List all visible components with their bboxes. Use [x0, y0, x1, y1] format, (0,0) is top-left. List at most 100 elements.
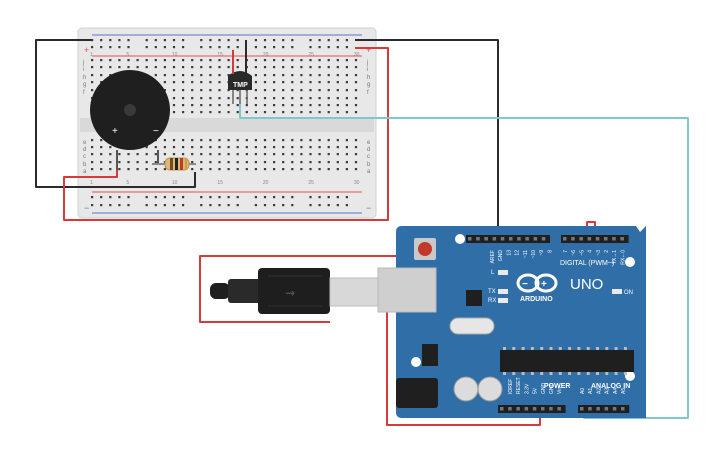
rail-hole[interactable] [118, 46, 121, 49]
breadboard-hole[interactable] [200, 81, 203, 84]
breadboard-hole[interactable] [345, 161, 348, 164]
breadboard-hole[interactable] [200, 74, 203, 77]
breadboard-hole[interactable] [327, 168, 330, 171]
breadboard-hole[interactable] [218, 153, 221, 156]
breadboard-hole[interactable] [227, 74, 230, 77]
header-pin[interactable] [604, 407, 609, 411]
breadboard-hole[interactable] [273, 66, 276, 69]
breadboard-hole[interactable] [227, 168, 230, 171]
breadboard-hole[interactable] [172, 146, 176, 149]
rail-hole[interactable] [309, 46, 312, 49]
breadboard-hole[interactable] [200, 161, 203, 164]
header-pin[interactable] [508, 407, 512, 411]
header-pin[interactable] [541, 407, 545, 411]
breadboard-hole[interactable] [200, 111, 203, 114]
breadboard-hole[interactable] [300, 146, 303, 149]
breadboard-hole[interactable] [191, 153, 194, 156]
rail-hole[interactable] [227, 46, 230, 49]
breadboard-hole[interactable] [154, 59, 157, 62]
breadboard-hole[interactable] [127, 161, 130, 164]
breadboard-hole[interactable] [300, 74, 303, 77]
rail-hole[interactable] [91, 46, 94, 49]
breadboard-hole[interactable] [263, 104, 267, 107]
breadboard-hole[interactable] [300, 66, 303, 69]
breadboard-hole[interactable] [200, 146, 203, 149]
rail-hole[interactable] [200, 196, 203, 199]
breadboard-hole[interactable] [200, 168, 203, 171]
rail-hole[interactable] [291, 46, 294, 49]
rail-hole[interactable] [154, 39, 157, 42]
breadboard-hole[interactable] [282, 139, 285, 142]
rail-hole[interactable] [100, 196, 103, 199]
usb-port[interactable] [377, 267, 437, 313]
rail-hole[interactable] [327, 39, 330, 42]
breadboard-hole[interactable] [191, 111, 194, 114]
breadboard-hole[interactable] [318, 74, 321, 77]
rail-hole[interactable] [282, 196, 285, 199]
breadboard-hole[interactable] [291, 153, 294, 156]
breadboard-hole[interactable] [318, 111, 321, 114]
rail-hole[interactable] [91, 204, 94, 207]
piezo-buzzer[interactable]: + − [90, 70, 170, 170]
breadboard-hole[interactable] [136, 66, 139, 69]
breadboard-hole[interactable] [227, 111, 230, 114]
resistor[interactable] [152, 157, 196, 171]
breadboard-hole[interactable] [291, 81, 294, 84]
rail-hole[interactable] [327, 46, 330, 49]
breadboard-hole[interactable] [163, 168, 166, 171]
breadboard-hole[interactable] [200, 59, 203, 62]
rail-hole[interactable] [218, 39, 221, 42]
breadboard-hole[interactable] [291, 161, 294, 164]
breadboard-hole[interactable] [109, 66, 112, 69]
breadboard-hole[interactable] [236, 161, 239, 164]
breadboard-hole[interactable] [273, 89, 276, 92]
breadboard-hole[interactable] [127, 153, 130, 156]
breadboard-hole[interactable] [91, 66, 94, 69]
header-pin[interactable] [571, 237, 575, 241]
breadboard-hole[interactable] [291, 59, 294, 62]
breadboard-hole[interactable] [236, 139, 239, 142]
breadboard-hole[interactable] [263, 146, 267, 149]
breadboard-hole[interactable] [345, 139, 348, 142]
rail-hole[interactable] [209, 39, 212, 42]
breadboard-hole[interactable] [136, 161, 139, 164]
rail-hole[interactable] [100, 204, 103, 207]
rail-hole[interactable] [182, 196, 185, 199]
breadboard-hole[interactable] [172, 74, 176, 77]
header-pin[interactable] [500, 237, 505, 241]
breadboard-hole[interactable] [227, 146, 230, 149]
breadboard-hole[interactable] [109, 74, 112, 77]
breadboard-hole[interactable] [118, 161, 121, 164]
breadboard-hole[interactable] [236, 97, 239, 100]
wire-usb-loop[interactable] [199, 255, 396, 323]
rail-hole[interactable] [336, 46, 339, 49]
rail-hole[interactable] [227, 39, 230, 42]
rail-hole[interactable] [263, 196, 267, 199]
breadboard-hole[interactable] [354, 81, 358, 84]
breadboard-hole[interactable] [354, 161, 358, 164]
rail-hole[interactable] [154, 196, 157, 199]
breadboard-hole[interactable] [327, 74, 330, 77]
breadboard-hole[interactable] [172, 59, 176, 62]
breadboard-hole[interactable] [236, 59, 239, 62]
breadboard-hole[interactable] [218, 168, 221, 171]
breadboard-hole[interactable] [291, 89, 294, 92]
breadboard-hole[interactable] [218, 81, 221, 84]
rail-hole[interactable] [236, 46, 239, 49]
breadboard-hole[interactable] [209, 161, 212, 164]
breadboard-hole[interactable] [245, 104, 248, 107]
rail-hole[interactable] [336, 39, 339, 42]
breadboard-hole[interactable] [327, 111, 330, 114]
breadboard-hole[interactable] [154, 146, 157, 149]
rail-hole[interactable] [118, 204, 121, 207]
breadboard-hole[interactable] [327, 59, 330, 62]
header-pin[interactable] [563, 237, 567, 241]
rail-hole[interactable] [318, 39, 321, 42]
breadboard-hole[interactable] [172, 81, 176, 84]
breadboard-hole[interactable] [163, 59, 166, 62]
breadboard-hole[interactable] [263, 97, 267, 100]
breadboard-hole[interactable] [309, 139, 312, 142]
breadboard-hole[interactable] [318, 97, 321, 100]
breadboard-hole[interactable] [273, 161, 276, 164]
